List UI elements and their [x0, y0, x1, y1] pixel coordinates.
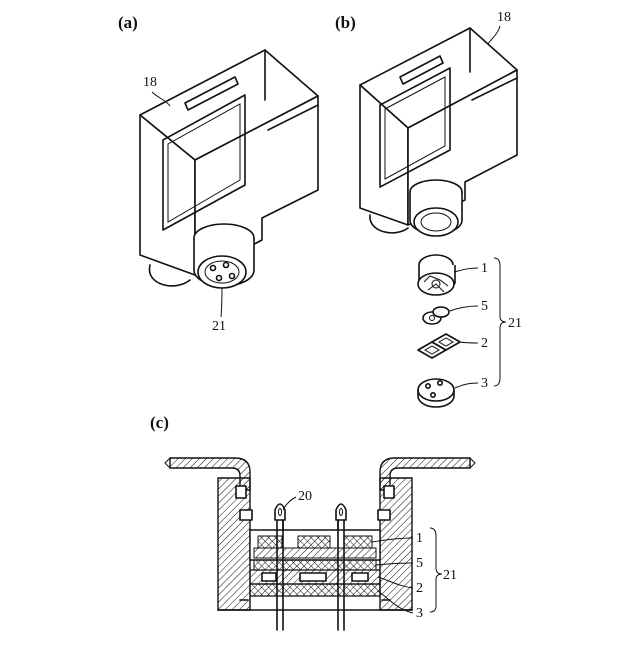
ref-housing-a: 18 [143, 75, 157, 90]
pin-entry [283, 520, 338, 530]
ref-connector-a: 21 [212, 319, 226, 334]
part-3-face [418, 379, 454, 401]
ref-part2-b: 2 [481, 336, 488, 351]
part-1-base [254, 548, 376, 558]
leader-part1-b [454, 268, 478, 272]
ref-part3-c: 3 [416, 606, 423, 621]
panel-a: (a) 18 21 [118, 13, 318, 334]
leader-housing-b [488, 26, 500, 44]
brace-assembly-b [494, 258, 506, 386]
leader-part3-b [455, 383, 478, 388]
brace-assembly-c [430, 528, 442, 612]
wall-notches-2 [240, 510, 390, 520]
part-1-block [344, 536, 372, 548]
part-1-block [258, 536, 282, 548]
ref-assembly-c: 21 [443, 568, 457, 583]
wall-notches [236, 486, 394, 498]
part-1-block [298, 536, 330, 548]
pin-tip-left [275, 504, 285, 520]
ref-part5-c: 5 [416, 556, 423, 571]
panel-c-label: (c) [150, 413, 169, 432]
leader-part5-b [450, 306, 478, 311]
part-5-right [433, 307, 449, 317]
panel-b-label: (b) [335, 13, 356, 32]
panel-c: (c) 20 1 [150, 413, 475, 630]
ref-pins-c: 20 [298, 489, 312, 504]
ref-part1-c: 1 [416, 531, 423, 546]
ref-assembly-b: 21 [508, 316, 522, 331]
leader-part2-b [460, 342, 478, 343]
ref-part5-b: 5 [481, 299, 488, 314]
panel-a-label: (a) [118, 13, 138, 32]
leader-connector-a [221, 288, 222, 317]
ref-housing-b: 18 [497, 10, 511, 25]
pin-tip-right [336, 504, 346, 520]
ref-part1-b: 1 [481, 261, 488, 276]
panel-b: (b) [335, 10, 522, 407]
layer-part-5 [254, 560, 376, 570]
layer-part-3 [250, 584, 380, 596]
ref-part2-c: 2 [416, 581, 423, 596]
ref-part3-b: 3 [481, 376, 488, 391]
